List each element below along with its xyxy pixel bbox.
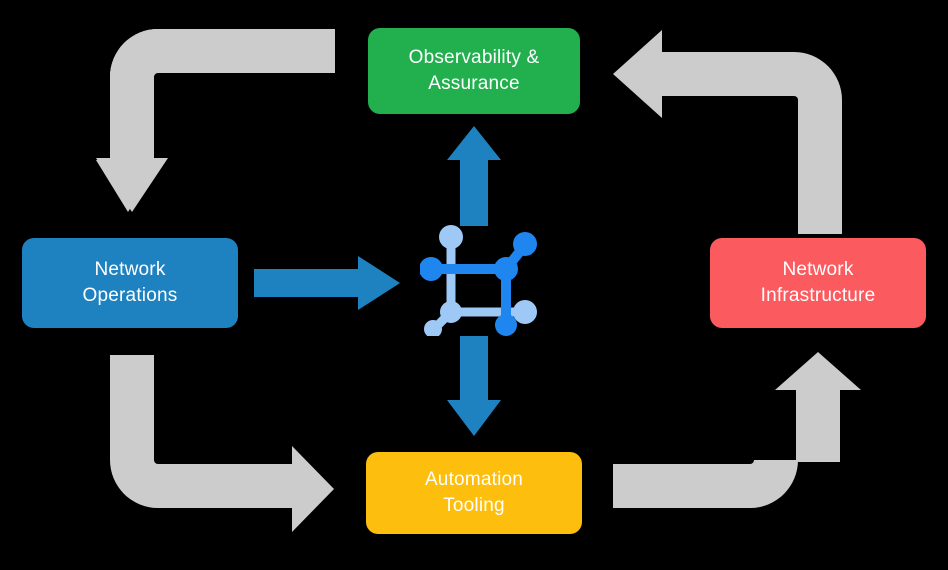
node-label-network-operations: Network Operations [82,259,178,306]
connector-netops-to-center [254,256,400,310]
node-label-network-infrastructure: Network Infrastructure [760,259,876,306]
node-box-observability[interactable]: Observability & Assurance [368,28,580,114]
topology-nodes-strong [420,232,537,336]
node-label-observability: Observability & Assurance [408,47,540,94]
network-topology-icon [420,225,537,336]
connector-center-to-automation [447,336,501,436]
connector-observability-to-netops [96,29,335,212]
node-box-network-operations[interactable]: Network Operations [22,238,238,328]
node-label-automation-tooling: Automation Tooling [424,469,524,516]
connector-netops-to-automation [110,355,334,532]
connector-netinfra-to-observability [613,30,842,234]
topology-nodes-light [424,225,537,336]
connector-center-to-observability [447,126,501,226]
node-box-network-infrastructure[interactable]: Network Infrastructure [710,238,926,328]
node-box-automation-tooling[interactable]: Automation Tooling [366,452,582,534]
connector-automation-to-netinfra [613,352,861,508]
